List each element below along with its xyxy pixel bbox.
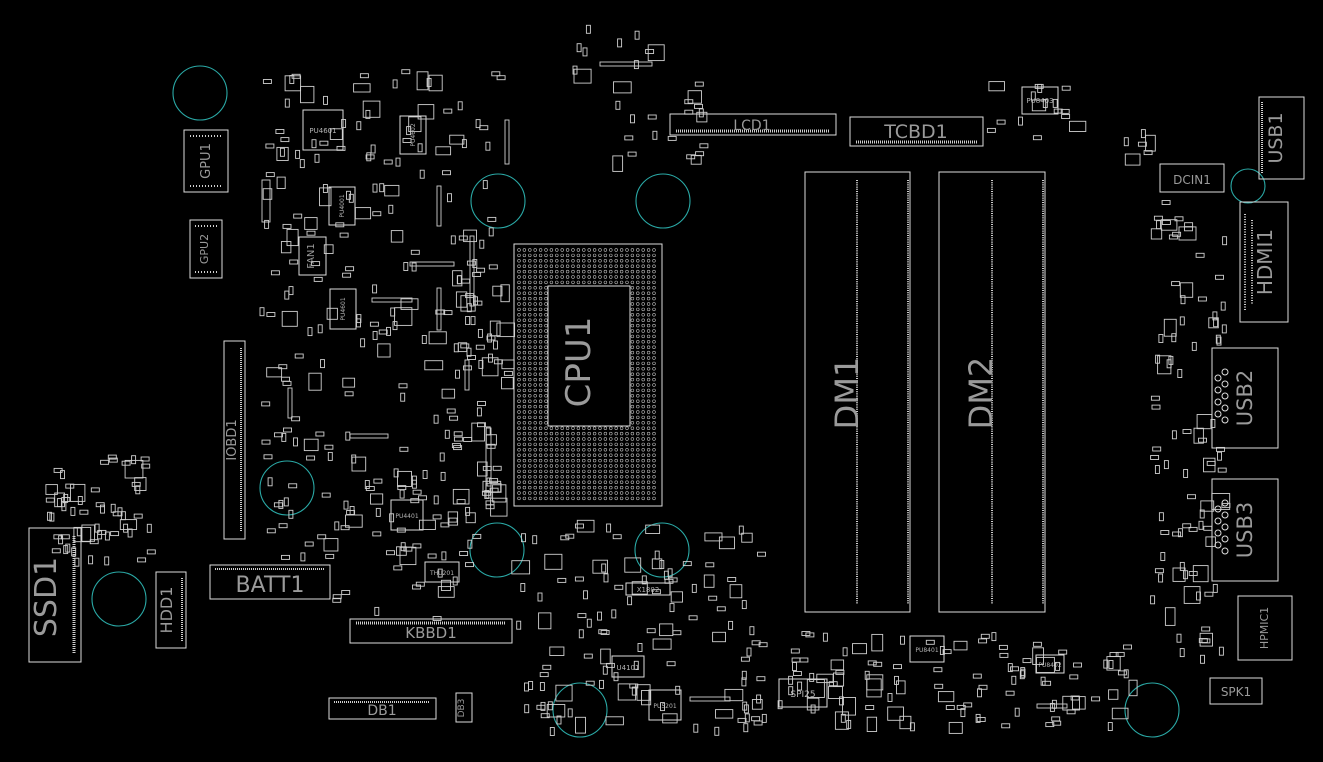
ic-thu201[interactable]: THU201: [424, 561, 460, 583]
mounting-hole: [1230, 168, 1266, 204]
battery-connector[interactable]: BATT1: [209, 564, 331, 600]
pu5201-label: PU5201: [653, 703, 676, 710]
mounting-holes: [91, 65, 1266, 738]
dimm-slot-2[interactable]: DM2: [938, 171, 1046, 613]
thu201-label: THU201: [429, 570, 454, 577]
lcd-label: LCD1: [733, 118, 770, 134]
spi-flash[interactable]: SPI25: [778, 678, 828, 708]
speaker-connector[interactable]: SPK1: [1209, 677, 1263, 705]
keyboard-connector[interactable]: KBBD1: [349, 618, 513, 644]
db1-connector[interactable]: DB1: [328, 697, 437, 720]
fan-label: FAN1: [306, 243, 317, 269]
iobd-connector[interactable]: IOBD1: [223, 340, 246, 540]
dimm-slot-1[interactable]: DM1: [804, 171, 911, 613]
ic-pu4601b[interactable]: PU4601: [329, 288, 357, 330]
spi25-label: SPI25: [790, 690, 815, 700]
gpu2-label: GPU2: [198, 234, 211, 264]
batt-label: BATT1: [236, 573, 305, 598]
mounting-hole: [552, 682, 608, 738]
dimm1-label: DM1: [828, 357, 866, 430]
dcin-connector[interactable]: DCIN1: [1159, 163, 1225, 193]
ic-u4101[interactable]: U4101: [611, 655, 645, 678]
kbbd-label: KBBD1: [405, 624, 457, 642]
lcd-connector[interactable]: LCD1: [669, 113, 837, 136]
gpu1-chip[interactable]: GPU1: [183, 129, 229, 193]
hdd-connector[interactable]: HDD1: [155, 571, 187, 649]
gpu1-label: GPU1: [199, 143, 214, 179]
tcbd-connector[interactable]: TCBD1: [849, 116, 984, 147]
hdd-label: HDD1: [157, 587, 176, 634]
usb1-label: USB1: [1265, 112, 1287, 163]
iobd-label: IOBD1: [225, 419, 240, 460]
mounting-hole: [259, 460, 315, 516]
cpu-label: CPU1: [559, 317, 599, 408]
ic-pu4602[interactable]: PU4602: [399, 115, 427, 155]
usb2-label: USB2: [1233, 370, 1257, 426]
pu4001-label: PU4001: [339, 194, 346, 217]
pu8402-label: PU8402: [1038, 662, 1061, 669]
hdmi-port[interactable]: HDMI1: [1239, 201, 1289, 323]
usb3-label: USB3: [1233, 502, 1257, 558]
u4101-label: U4101: [617, 664, 640, 672]
pu8401-label: PU8401: [915, 647, 938, 654]
ssd-label: SSD1: [29, 557, 64, 637]
fan-connector[interactable]: FAN1: [298, 236, 327, 276]
usb1-port[interactable]: USB1: [1258, 96, 1305, 180]
usb3-pins: [1214, 499, 1229, 555]
mounting-hole: [635, 173, 691, 229]
ic-pu4601[interactable]: PU4601: [302, 109, 344, 151]
mounting-hole: [91, 571, 147, 627]
usb2-pins: [1214, 368, 1229, 424]
db3-label: DB3: [457, 699, 467, 718]
ssd-connector[interactable]: SSD1: [28, 527, 82, 663]
ic-pu8402[interactable]: PU8402: [1035, 654, 1065, 674]
tcbd-label: TCBD1: [883, 121, 948, 143]
hdmi-label: HDMI1: [1253, 229, 1277, 295]
pu4401-label: PU4401: [395, 513, 418, 520]
pu4601-label: PU4601: [309, 127, 336, 135]
mounting-hole: [1124, 682, 1180, 738]
ic-pu4401[interactable]: PU4401: [390, 499, 424, 531]
gpu2-chip[interactable]: GPU2: [189, 219, 223, 279]
dcin-label: DCIN1: [1173, 173, 1211, 187]
mounting-hole: [470, 173, 526, 229]
cpu-pad-grid: [517, 248, 656, 501]
mounting-hole: [634, 522, 690, 578]
passive-components: [45, 24, 1231, 736]
hpmic-label: HPMIC1: [1258, 607, 1271, 649]
x1802-label: X1802: [637, 586, 660, 594]
mounting-hole: [469, 522, 525, 578]
db1-label: DB1: [367, 703, 396, 719]
dimm2-label: DM2: [962, 357, 1000, 430]
crystal-x1802[interactable]: X1802: [625, 582, 671, 596]
hpmic-jack[interactable]: HPMIC1: [1237, 595, 1293, 661]
cpu-socket[interactable]: CPU1: [513, 243, 663, 507]
spk-label: SPK1: [1221, 685, 1251, 699]
pu8403-label: PU8403: [1026, 97, 1053, 105]
pu4602-label: PU4602: [410, 123, 417, 146]
ic-pu8403[interactable]: PU8403: [1021, 86, 1059, 115]
mounting-hole: [172, 65, 228, 121]
db3-connector[interactable]: DB3: [455, 692, 473, 723]
usb3-port[interactable]: USB3: [1211, 478, 1279, 582]
usb2-port[interactable]: USB2: [1211, 347, 1279, 449]
pu4601b-label: PU4601: [340, 297, 347, 320]
ic-pu4001[interactable]: PU4001: [328, 186, 356, 226]
